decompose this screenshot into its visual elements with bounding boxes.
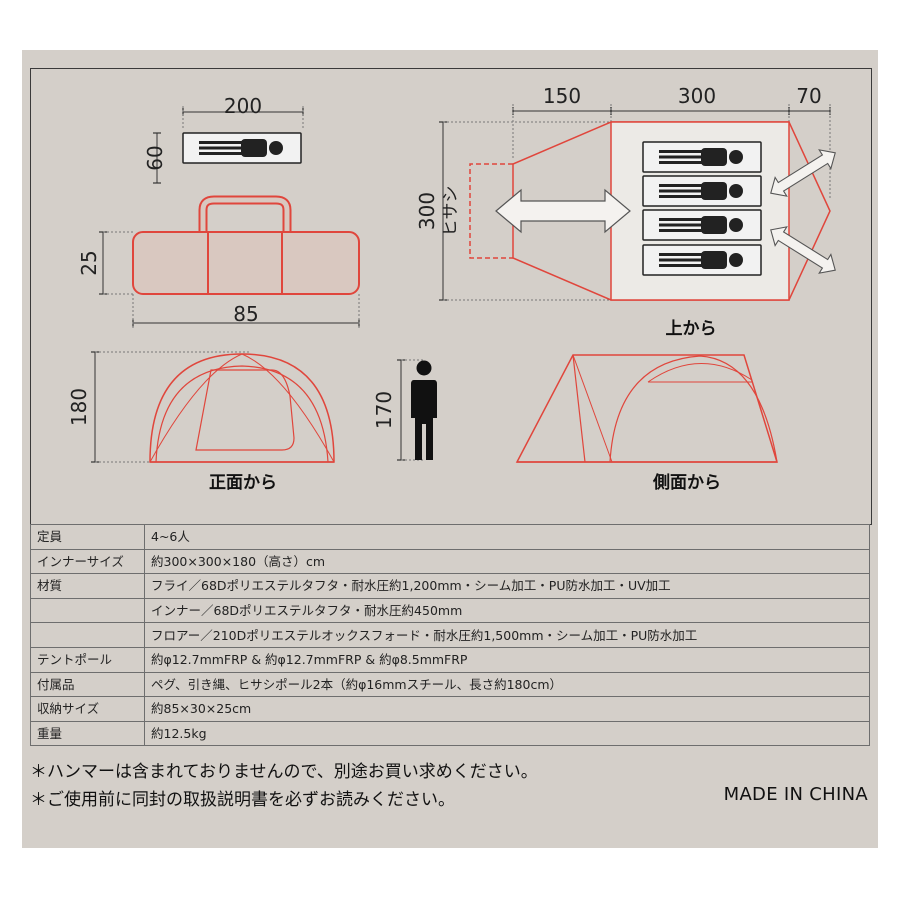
spec-key: テントポール (30, 646, 145, 673)
made-in-label: MADE IN CHINA (723, 784, 868, 805)
spec-row: 収納サイズ約85×30×25cm (30, 696, 870, 722)
spec-value: フロアー／210Dポリエステルオックスフォード・耐水圧約1,500mm・シーム加… (144, 622, 870, 648)
spec-value: 約φ12.7mmFRP & 約φ12.7mmFRP & 約φ8.5mmFRP (144, 646, 870, 673)
rear-depth-label: 70 (796, 84, 821, 108)
manual-note: ＊ご使用前に同封の取扱説明書を必ずお読みください。 (30, 790, 455, 810)
spec-value: フライ／68Dポリエステルタフタ・耐水圧約1,200mm・シーム加工・PU防水加… (144, 573, 870, 599)
tent-dimension-diagram: 200 60 25 85 150 300 70 300 (67, 84, 836, 493)
spec-row: インナーサイズ約300×300×180（高さ）cm (30, 548, 870, 575)
spec-value: インナー／68Dポリエステルタフタ・耐水圧約450mm (144, 597, 870, 624)
spec-key: インナーサイズ (30, 548, 145, 575)
top-view-caption: 上から (666, 319, 717, 339)
front-height-label: 180 (67, 388, 91, 426)
vestibule-depth-label: 150 (543, 84, 581, 108)
spec-key: 重量 (30, 720, 145, 747)
spec-key: 付属品 (30, 671, 145, 698)
spec-value: ペグ、引き縄、ヒサシポール2本（約φ16mmスチール、長さ約180cm） (144, 671, 870, 698)
top-view-drawing: 150 300 70 300 ヒサシ 上から (415, 84, 836, 339)
spec-row: フロアー／210Dポリエステルオックスフォード・耐水圧約1,500mm・シーム加… (30, 622, 870, 648)
spec-key: 定員 (30, 524, 145, 550)
person-head-icon (416, 360, 432, 376)
spec-row: 付属品ペグ、引き縄、ヒサシポール2本（約φ16mmスチール、長さ約180cm） (30, 671, 870, 698)
hammer-note: ＊ハンマーは含まれておりませんので、別途お買い求めください。 (30, 762, 538, 782)
person-height-label: 170 (372, 391, 396, 429)
spec-value: 約12.5kg (144, 720, 870, 747)
sleeper-length-label: 200 (224, 94, 262, 118)
side-view-drawing: 側面から (515, 354, 779, 493)
spec-row: 重量約12.5kg (30, 720, 870, 747)
bag-height-label: 25 (77, 250, 101, 275)
front-view-drawing: 180 正面から (67, 351, 335, 493)
spec-row: テントポール約φ12.7mmFRP & 約φ12.7mmFRP & 約φ8.5m… (30, 646, 870, 673)
bag-length-label: 85 (233, 302, 258, 326)
spec-key (30, 597, 145, 624)
spec-value: 約85×30×25cm (144, 696, 870, 722)
spec-key: 収納サイズ (30, 696, 145, 722)
spec-key: 材質 (30, 573, 145, 599)
carry-bag-drawing: 25 85 (77, 195, 360, 330)
sleeper-width-label: 60 (143, 145, 167, 170)
front-view-caption: 正面から (209, 473, 277, 493)
spec-value: 約300×300×180（高さ）cm (144, 548, 870, 575)
spec-value: 4~6人 (144, 524, 870, 550)
awning-label: ヒサシ (441, 186, 461, 237)
spec-row: 材質フライ／68Dポリエステルタフタ・耐水圧約1,200mm・シーム加工・PU防… (30, 573, 870, 599)
inner-depth-label: 300 (678, 84, 716, 108)
person-body-icon (411, 380, 437, 460)
spec-row: インナー／68Dポリエステルタフタ・耐水圧約450mm (30, 597, 870, 624)
sleeper-icon (182, 132, 302, 164)
width-total-label: 300 (415, 192, 439, 230)
sleeping-pad-drawing: 200 60 (143, 94, 304, 184)
person-scale-drawing: 170 (372, 359, 437, 461)
spec-key (30, 622, 145, 648)
side-view-caption: 側面から (652, 472, 721, 493)
